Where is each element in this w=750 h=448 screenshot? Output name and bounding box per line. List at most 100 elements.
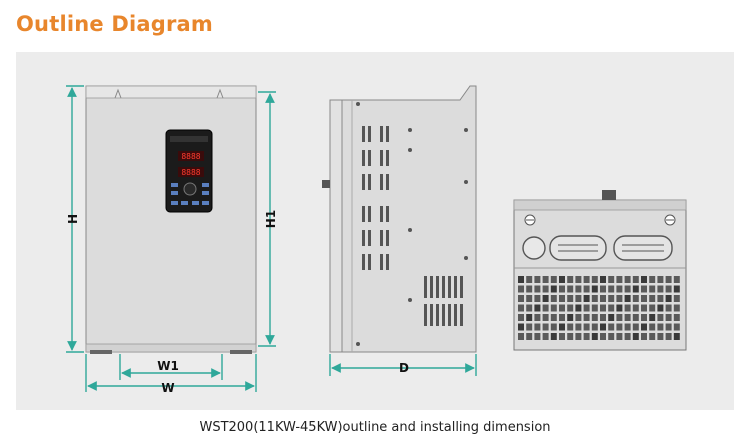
- vent-cell: [616, 333, 623, 340]
- vent-cell: [559, 276, 565, 283]
- vent-cell: [526, 314, 533, 321]
- vent-cell: [665, 276, 672, 283]
- vent-cell: [526, 333, 533, 340]
- vent-cell: [526, 276, 533, 283]
- vent-cell: [526, 304, 533, 312]
- vent-cell: [542, 285, 549, 293]
- vent-cell: [649, 285, 656, 293]
- vent-cell: [575, 333, 582, 340]
- vent-cell: [534, 314, 541, 321]
- vent-cell: [542, 304, 549, 312]
- vent-cell: [583, 295, 590, 302]
- vent-cell: [583, 323, 590, 331]
- vent-cell: [567, 285, 574, 293]
- vent-cell: [641, 276, 647, 283]
- vent-cell: [559, 333, 565, 340]
- vent-cell: [534, 304, 541, 312]
- vent-cell: [649, 323, 656, 331]
- vent-cell: [608, 333, 615, 340]
- vent-cell: [600, 276, 606, 283]
- vent-cell: [518, 323, 524, 331]
- vent-cell: [518, 295, 524, 302]
- vent-cell: [567, 276, 574, 283]
- vent-cell: [559, 314, 565, 321]
- vent-cell: [550, 276, 557, 283]
- vent-cell: [575, 295, 582, 302]
- front-view: 8888 8888: [85, 85, 257, 354]
- label-w1: W1: [157, 359, 179, 373]
- vent-cell: [632, 314, 639, 321]
- vent-cell: [518, 314, 524, 321]
- vent-cell: [616, 323, 623, 331]
- vent-cell: [608, 304, 615, 312]
- vent-cell: [559, 304, 565, 312]
- vent-cell: [624, 333, 631, 340]
- vent-cell: [567, 323, 574, 331]
- vent-cell: [600, 285, 606, 293]
- vent-cell: [518, 276, 524, 283]
- vent-cell: [591, 304, 598, 312]
- dimension-h1: [258, 91, 276, 347]
- vent-cell: [550, 304, 557, 312]
- vent-cell: [608, 276, 615, 283]
- vent-cell: [616, 285, 623, 293]
- vent-cell: [608, 285, 615, 293]
- vent-cell: [526, 323, 533, 331]
- vent-cell: [641, 295, 647, 302]
- vent-cell: [624, 323, 631, 331]
- vent-cell: [632, 285, 639, 293]
- vent-cell: [550, 295, 557, 302]
- vent-cell: [632, 323, 639, 331]
- vent-cell: [583, 333, 590, 340]
- vent-cell: [665, 295, 672, 302]
- vent-cell: [575, 314, 582, 321]
- vent-cell: [616, 304, 623, 312]
- vent-cell: [665, 333, 672, 340]
- vent-cell: [657, 295, 664, 302]
- vent-cell: [567, 295, 574, 302]
- label-w: W: [161, 381, 174, 395]
- page-title: Outline Diagram: [16, 12, 213, 36]
- vent-cell: [542, 323, 549, 331]
- vent-cell: [518, 333, 524, 340]
- vent-cell: [673, 333, 680, 340]
- vent-cell: [600, 304, 606, 312]
- vent-cell: [641, 285, 647, 293]
- bottom-view: [513, 190, 687, 351]
- vent-cell: [641, 323, 647, 331]
- vent-cell: [665, 314, 672, 321]
- vent-cell: [559, 323, 565, 331]
- vent-cell: [542, 276, 549, 283]
- vent-cell: [632, 333, 639, 340]
- side-view: [322, 85, 477, 353]
- vent-cell: [550, 285, 557, 293]
- vent-cell: [559, 295, 565, 302]
- vent-cell: [518, 304, 524, 312]
- dimension-w: [85, 354, 257, 392]
- vent-cell: [665, 323, 672, 331]
- vent-cell: [649, 295, 656, 302]
- vent-cell: [673, 323, 680, 331]
- vent-cell: [624, 285, 631, 293]
- vent-cell: [575, 304, 582, 312]
- vent-cell: [534, 333, 541, 340]
- vent-cell: [657, 314, 664, 321]
- vent-cell: [632, 304, 639, 312]
- vent-cell: [657, 285, 664, 293]
- dimension-w1: [119, 354, 223, 380]
- keypad-panel: 8888 8888: [165, 129, 213, 213]
- vent-cell: [600, 295, 606, 302]
- vent-cell: [534, 285, 541, 293]
- vent-cell: [673, 276, 680, 283]
- vent-cell: [591, 323, 598, 331]
- vent-cell: [591, 285, 598, 293]
- vent-cell: [583, 276, 590, 283]
- vent-cell: [641, 333, 647, 340]
- vent-cell: [583, 314, 590, 321]
- vent-cell: [526, 285, 533, 293]
- vent-cell: [657, 323, 664, 331]
- vent-cell: [665, 304, 672, 312]
- svg-text:8888: 8888: [181, 168, 200, 177]
- vent-cell: [608, 295, 615, 302]
